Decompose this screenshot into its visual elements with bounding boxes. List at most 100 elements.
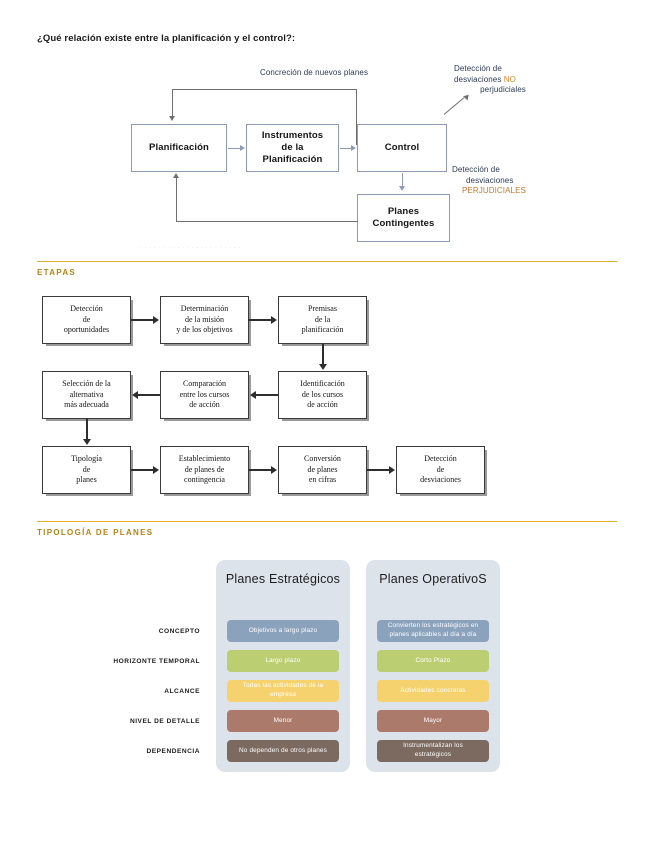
- column-header-operativos: Planes OperativoS: [379, 572, 487, 586]
- annotation-no-perjudiciales-line2-prefix: desviaciones: [454, 74, 504, 84]
- cell-operativos-concepto: Convierten los estratégicos en planes ap…: [377, 620, 489, 642]
- etapas-step-label: Premisas de la planificación: [301, 304, 344, 335]
- annotation-perjudiciales-line2: desviaciones: [466, 175, 514, 185]
- section-header-etapas: ETAPAS: [37, 261, 617, 277]
- cell-estrategicos-horizonte: Largo plazo: [227, 650, 339, 672]
- section-header-tipologia: TIPOLOGÍA DE PLANES: [37, 521, 617, 537]
- annotation-no-perjudiciales-line3: perjudiciales: [480, 85, 526, 95]
- annotation-no-perjudiciales-line2: desviaciones NO: [454, 75, 574, 86]
- etapas-step-label: Determinación de la misión y de los obje…: [176, 304, 233, 335]
- etapas-step-label: Comparación entre los cursos de acción: [179, 379, 230, 410]
- box-control-label: Control: [384, 141, 420, 153]
- tipologia-comparison-table: Planes Estratégicos Planes OperativoS CO…: [0, 560, 655, 780]
- etapas-step-box: Comparación entre los cursos de acción: [160, 371, 249, 419]
- etapas-arrowhead-down: [319, 364, 327, 370]
- etapas-arrowhead: [153, 316, 159, 324]
- etapas-arrowhead: [271, 316, 277, 324]
- etapas-step-box: Determinación de la misión y de los obje…: [160, 296, 249, 344]
- section-rule-tipologia: [37, 521, 617, 522]
- annotation-no-perjudiciales-line1: Detección de: [454, 64, 502, 73]
- feedback-arrowhead-down: [169, 116, 175, 121]
- section-title-tipologia: TIPOLOGÍA DE PLANES: [37, 528, 154, 537]
- box-planificacion: Planificación: [131, 124, 227, 172]
- etapas-step-label: Detección de oportunidades: [63, 304, 110, 335]
- etapas-step-box: Establecimiento de planes de contingenci…: [160, 446, 249, 494]
- cell-operativos-nivel-detalle: Mayor: [377, 710, 489, 732]
- return-line-vertical: [176, 178, 177, 222]
- arrow-planif-to-instr-head: [240, 145, 245, 151]
- cell-estrategicos-nivel-detalle: Menor: [227, 710, 339, 732]
- annotation-no-perjudiciales: Detección de desviaciones NO perjudicial…: [454, 64, 574, 96]
- arrow-control-to-contingentes-head: [399, 186, 405, 191]
- cell-operativos-horizonte: Corto Plazo: [377, 650, 489, 672]
- feedback-line-left-vertical: [172, 89, 173, 117]
- etapas-step-box: Tipología de planes: [42, 446, 131, 494]
- etapas-step-box: Detección de desviaciones: [396, 446, 485, 494]
- etapas-arrowhead: [389, 466, 395, 474]
- tipologia-source-caption-faded: . . . . . . . . . . . . . . . . .: [220, 765, 289, 771]
- annotation-perjudiciales: Detección de desviaciones PERJUDICIALES: [452, 165, 582, 197]
- row-label-alcance: ALCANCE: [164, 688, 200, 695]
- annotation-perjudiciales-line3: PERJUDICIALES: [462, 186, 526, 196]
- arrow-control-to-contingentes: [402, 173, 403, 187]
- page-title: ¿Qué relación existe entre la planificac…: [37, 33, 296, 44]
- arrow-instr-to-control-head: [351, 145, 356, 151]
- etapas-step-box: Premisas de la planificación: [278, 296, 367, 344]
- box-instrumentos-label: Instrumentos de la Planificación: [261, 129, 324, 166]
- etapas-step-label: Conversión de planes en cifras: [304, 454, 341, 485]
- column-header-estrategicos: Planes Estratégicos: [225, 572, 341, 586]
- etapas-step-label: Establecimiento de planes de contingenci…: [178, 454, 231, 485]
- etapas-arrowhead: [271, 466, 277, 474]
- etapas-arrowhead: [153, 466, 159, 474]
- cell-estrategicos-dependencia: No dependen de otros planes: [227, 740, 339, 762]
- etapas-connector: [138, 394, 160, 396]
- etapas-connector: [249, 319, 272, 321]
- etapas-step-label: Selección de la alternativa más adecuada: [62, 379, 111, 410]
- row-label-nivel-de-detalle: NIVEL DE DETALLE: [129, 718, 200, 725]
- return-arrowhead-up: [173, 173, 179, 178]
- etapas-step-label: Detección de desviaciones: [420, 454, 461, 485]
- diagonal-arrow-no-perjudiciales: [443, 97, 465, 115]
- etapas-connector-vertical: [86, 419, 88, 440]
- cell-estrategicos-alcance: Todas las actividades de la empresa: [227, 680, 339, 702]
- cell-operativos-dependencia: Instrumentalizan los estratégicos: [377, 740, 489, 762]
- box-instrumentos: Instrumentos de la Planificación: [246, 124, 339, 172]
- etapas-connector: [256, 394, 278, 396]
- etapas-arrowhead-down: [83, 439, 91, 445]
- etapas-step-label: Identificación de los cursos de acción: [300, 379, 345, 410]
- diagram-planificacion-control: Concreción de nuevos planes Planificació…: [0, 60, 655, 260]
- etapas-step-box: Selección de la alternativa más adecuada: [42, 371, 131, 419]
- box-planes-contingentes: Planes Contingentes: [357, 194, 450, 242]
- etapas-connector: [131, 319, 154, 321]
- annotation-no-perjudiciales-highlight: NO: [503, 74, 516, 84]
- row-label-horizonte-temporal: HORIZONTE TEMPORAL: [113, 658, 200, 665]
- diagram1-source-caption-faded: . . . . . . . . . . . . . . . . . . . . …: [140, 243, 241, 250]
- cell-operativos-alcance: Actividades concretas: [377, 680, 489, 702]
- etapas-connector: [249, 469, 272, 471]
- section-rule-etapas: [37, 261, 617, 262]
- arrow-instr-to-control: [340, 148, 352, 149]
- box-planificacion-label: Planificación: [149, 141, 209, 153]
- feedback-line-right-vertical: [356, 89, 357, 145]
- diagram-etapas-flowchart: Detección de oportunidades Determinación…: [0, 290, 655, 505]
- box-control: Control: [357, 124, 447, 172]
- feedback-line-horizontal: [172, 89, 357, 90]
- etapas-arrowhead-left: [250, 391, 256, 399]
- etapas-connector: [131, 469, 154, 471]
- annotation-perjudiciales-line1: Detección de: [452, 165, 500, 174]
- diagram1-top-label: Concreción de nuevos planes: [259, 68, 369, 77]
- row-label-dependencia: DEPENDENCIA: [146, 748, 200, 755]
- cell-estrategicos-concepto: Objetivos a largo plazo: [227, 620, 339, 642]
- etapas-arrowhead-left: [132, 391, 138, 399]
- return-line-horizontal: [176, 221, 358, 222]
- row-label-concepto: CONCEPTO: [158, 628, 200, 635]
- etapas-step-label: Tipología de planes: [71, 454, 102, 485]
- etapas-connector: [367, 469, 390, 471]
- etapas-connector-vertical: [322, 344, 324, 365]
- etapas-step-box: Conversión de planes en cifras: [278, 446, 367, 494]
- section-title-etapas: ETAPAS: [37, 268, 77, 277]
- etapas-step-box: Identificación de los cursos de acción: [278, 371, 367, 419]
- etapas-step-box: Detección de oportunidades: [42, 296, 131, 344]
- arrow-planif-to-instr: [228, 148, 241, 149]
- box-planes-contingentes-label: Planes Contingentes: [372, 205, 435, 229]
